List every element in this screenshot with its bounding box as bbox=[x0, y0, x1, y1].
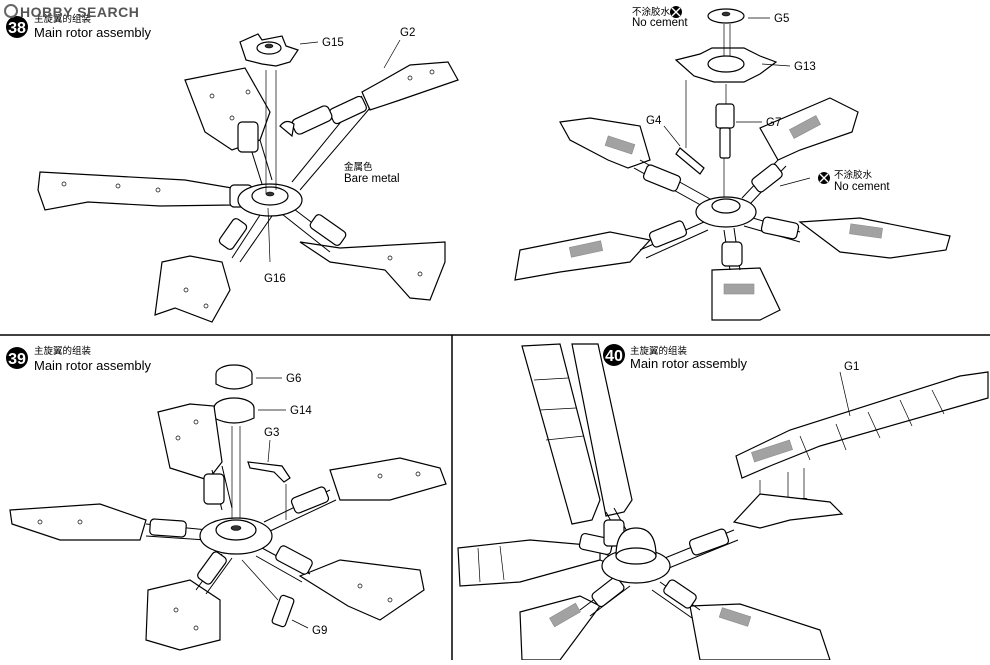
part-label-g3: G3 bbox=[264, 427, 279, 439]
no-cement-note-en: No cement bbox=[632, 17, 688, 29]
watermark-logo-icon bbox=[4, 4, 18, 18]
bare-metal-note-en: Bare metal bbox=[344, 173, 400, 185]
watermark-text: HOBBY SEARCH bbox=[20, 4, 140, 20]
part-label-g4: G4 bbox=[646, 115, 662, 127]
part-label-g7: G7 bbox=[766, 117, 781, 129]
bare-metal-note-cn: 金属色 bbox=[344, 161, 373, 173]
no-cement-icon bbox=[670, 6, 682, 18]
part-label-g5: G5 bbox=[774, 13, 789, 25]
no-cement-note-cn-2: 不涂胶水 bbox=[834, 169, 873, 181]
no-cement-note-cn: 不涂胶水 bbox=[632, 6, 671, 18]
rotor-assembly-38b bbox=[514, 8, 951, 321]
step-title-cn: 主旋翼的组装 bbox=[630, 345, 688, 357]
part-label-g6: G6 bbox=[286, 373, 301, 385]
watermark: HOBBY SEARCH bbox=[4, 4, 139, 20]
rotor-assembly-39 bbox=[9, 364, 447, 651]
part-label-g13: G13 bbox=[794, 61, 816, 73]
part-label-g1: G1 bbox=[844, 361, 859, 373]
panel-dividers bbox=[0, 334, 990, 660]
step-title-en: Main rotor assembly bbox=[34, 25, 152, 40]
step-number: 38 bbox=[8, 20, 26, 37]
step-title-cn: 主旋翼的组装 bbox=[34, 345, 92, 357]
no-cement-icon bbox=[818, 172, 830, 184]
no-cement-note-en-2: No cement bbox=[834, 181, 890, 193]
step-38-badge: 38 bbox=[6, 16, 28, 38]
step-title-en: Main rotor assembly bbox=[34, 358, 152, 373]
part-label-g2: G2 bbox=[400, 27, 415, 39]
part-label-g14: G14 bbox=[290, 405, 312, 417]
part-label-g9: G9 bbox=[312, 625, 327, 637]
rotor-assembly-38a bbox=[37, 33, 459, 323]
step-title-en: Main rotor assembly bbox=[630, 356, 748, 371]
step-40-badge: 40 bbox=[603, 344, 625, 366]
rotor-assembly-40 bbox=[457, 343, 989, 661]
step-number: 39 bbox=[8, 351, 26, 368]
part-label-g15: G15 bbox=[322, 37, 344, 49]
step-number: 40 bbox=[605, 348, 623, 365]
step-title-cn: 主旋翼的组装 bbox=[34, 13, 92, 25]
part-label-g16: G16 bbox=[264, 273, 286, 285]
step-39-badge: 39 bbox=[6, 347, 28, 369]
